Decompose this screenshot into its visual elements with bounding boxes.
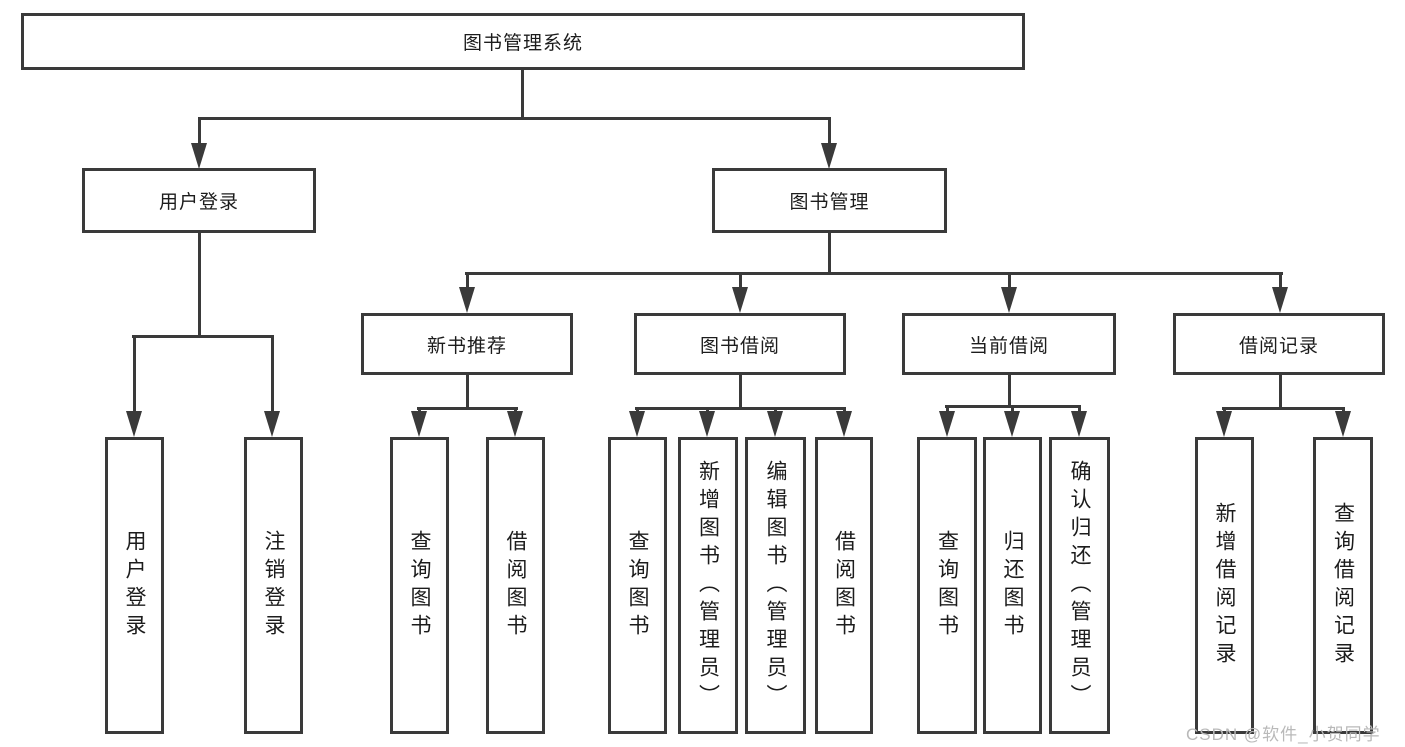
connector-stem — [739, 375, 742, 409]
connector-stem — [466, 375, 469, 409]
connector-drop — [1078, 405, 1081, 413]
connector-drop — [466, 272, 469, 288]
leaf-return-books-label: 归还图书 — [1001, 529, 1024, 642]
leaf-query-books-current-label: 查询图书 — [935, 529, 959, 642]
connector-stem — [1008, 375, 1011, 407]
leaf-query-borrow-record: 查询借阅记录 — [1313, 437, 1373, 734]
node-user-login: 用户登录 — [82, 168, 316, 233]
leaf-query-books-recommend-label: 查询图书 — [408, 529, 431, 642]
node-book-borrowing-label: 图书借阅 — [699, 335, 780, 357]
connector-drop — [271, 335, 274, 412]
connector-root-stem — [521, 70, 524, 117]
leaf-query-books-borrowing: 查询图书 — [608, 437, 667, 734]
node-borrowing-records-label: 借阅记录 — [1238, 335, 1319, 357]
leaf-confirm-return-admin: 确认归还（管理员） — [1049, 437, 1110, 734]
leaf-edit-book-admin: 编辑图书（管理员） — [745, 437, 806, 734]
arrow-down-icon — [732, 287, 748, 313]
node-borrowing-records: 借阅记录 — [1173, 313, 1385, 375]
leaf-borrow-books-borrowing: 借阅图书 — [815, 437, 873, 734]
leaf-edit-book-admin-label: 编辑图书（管理员） — [764, 459, 787, 712]
arrow-down-icon — [1004, 411, 1020, 437]
leaf-query-borrow-record-label: 查询借阅记录 — [1331, 501, 1355, 670]
arrow-down-icon — [411, 411, 427, 437]
leaf-logout: 注销登录 — [244, 437, 303, 734]
leaf-borrow-books-recommend-label: 借阅图书 — [504, 529, 527, 642]
arrow-down-icon — [1071, 411, 1087, 437]
arrow-down-icon — [629, 411, 645, 437]
arrow-down-icon — [459, 287, 475, 313]
connector-drop — [133, 335, 136, 412]
connector-drop — [1279, 272, 1282, 288]
node-book-management-label: 图书管理 — [789, 192, 870, 213]
connector-drop — [774, 407, 777, 413]
connector-rail — [417, 407, 518, 410]
node-book-management: 图书管理 — [712, 168, 947, 233]
csdn-watermark: CSDN @软件_小贺同学 — [1186, 725, 1381, 744]
leaf-confirm-return-admin-label: 确认归还（管理员） — [1068, 459, 1091, 712]
root-node-library-management-system: 图书管理系统 — [21, 13, 1025, 70]
leaf-add-book-admin-label: 新增图书（管理员） — [696, 459, 720, 712]
root-node-label: 图书管理系统 — [462, 33, 583, 54]
arrow-down-icon — [1335, 411, 1351, 437]
connector-drop — [514, 407, 517, 413]
node-user-login-label: 用户登录 — [158, 192, 239, 213]
connector-drop — [843, 407, 846, 413]
connector-rail — [635, 407, 846, 410]
node-new-book-recommendation-label: 新书推荐 — [426, 335, 507, 357]
leaf-add-borrow-record-label: 新增借阅记录 — [1213, 501, 1236, 670]
connector-level3-rail — [465, 272, 1283, 275]
leaf-borrow-books-recommend: 借阅图书 — [486, 437, 545, 734]
connector-drop — [1223, 407, 1226, 413]
arrow-down-icon — [821, 143, 837, 169]
connector-drop — [739, 272, 742, 288]
node-current-borrowing: 当前借阅 — [902, 313, 1116, 375]
leaf-query-books-recommend: 查询图书 — [390, 437, 449, 734]
leaf-query-books-borrowing-label: 查询图书 — [626, 529, 649, 642]
connector-book-mgmt-stem — [828, 233, 831, 274]
connector-drop — [828, 117, 831, 145]
arrow-down-icon — [1001, 287, 1017, 313]
arrow-down-icon — [1216, 411, 1232, 437]
arrow-down-icon — [1272, 287, 1288, 313]
connector-drop — [1008, 272, 1011, 288]
arrow-down-icon — [126, 411, 142, 437]
leaf-add-borrow-record: 新增借阅记录 — [1195, 437, 1254, 734]
arrow-down-icon — [699, 411, 715, 437]
node-current-borrowing-label: 当前借阅 — [968, 335, 1049, 357]
arrow-down-icon — [507, 411, 523, 437]
connector-drop — [1011, 405, 1014, 413]
leaf-add-book-admin: 新增图书（管理员） — [678, 437, 738, 734]
arrow-down-icon — [939, 411, 955, 437]
connector-drop — [946, 405, 949, 413]
connector-drop — [636, 407, 639, 413]
connector-drop — [198, 117, 201, 145]
connector-rail — [1222, 407, 1345, 410]
arrow-down-icon — [191, 143, 207, 169]
connector-user-login-stem — [198, 233, 201, 335]
connector-drop — [1342, 407, 1345, 413]
leaf-logout-label: 注销登录 — [262, 529, 285, 642]
arrow-down-icon — [836, 411, 852, 437]
arrow-down-icon — [767, 411, 783, 437]
leaf-query-books-current: 查询图书 — [917, 437, 977, 734]
node-new-book-recommendation: 新书推荐 — [361, 313, 573, 375]
connector-drop — [706, 407, 709, 413]
node-book-borrowing: 图书借阅 — [634, 313, 846, 375]
connector-level2-rail — [198, 117, 831, 120]
leaf-borrow-books-borrowing-label: 借阅图书 — [832, 529, 856, 642]
leaf-return-books: 归还图书 — [983, 437, 1042, 734]
connector-drop — [418, 407, 421, 413]
connector-stem — [1279, 375, 1282, 409]
connector-user-login-rail — [132, 335, 274, 338]
leaf-user-login: 用户登录 — [105, 437, 164, 734]
arrow-down-icon — [264, 411, 280, 437]
leaf-user-login-label: 用户登录 — [123, 529, 146, 642]
